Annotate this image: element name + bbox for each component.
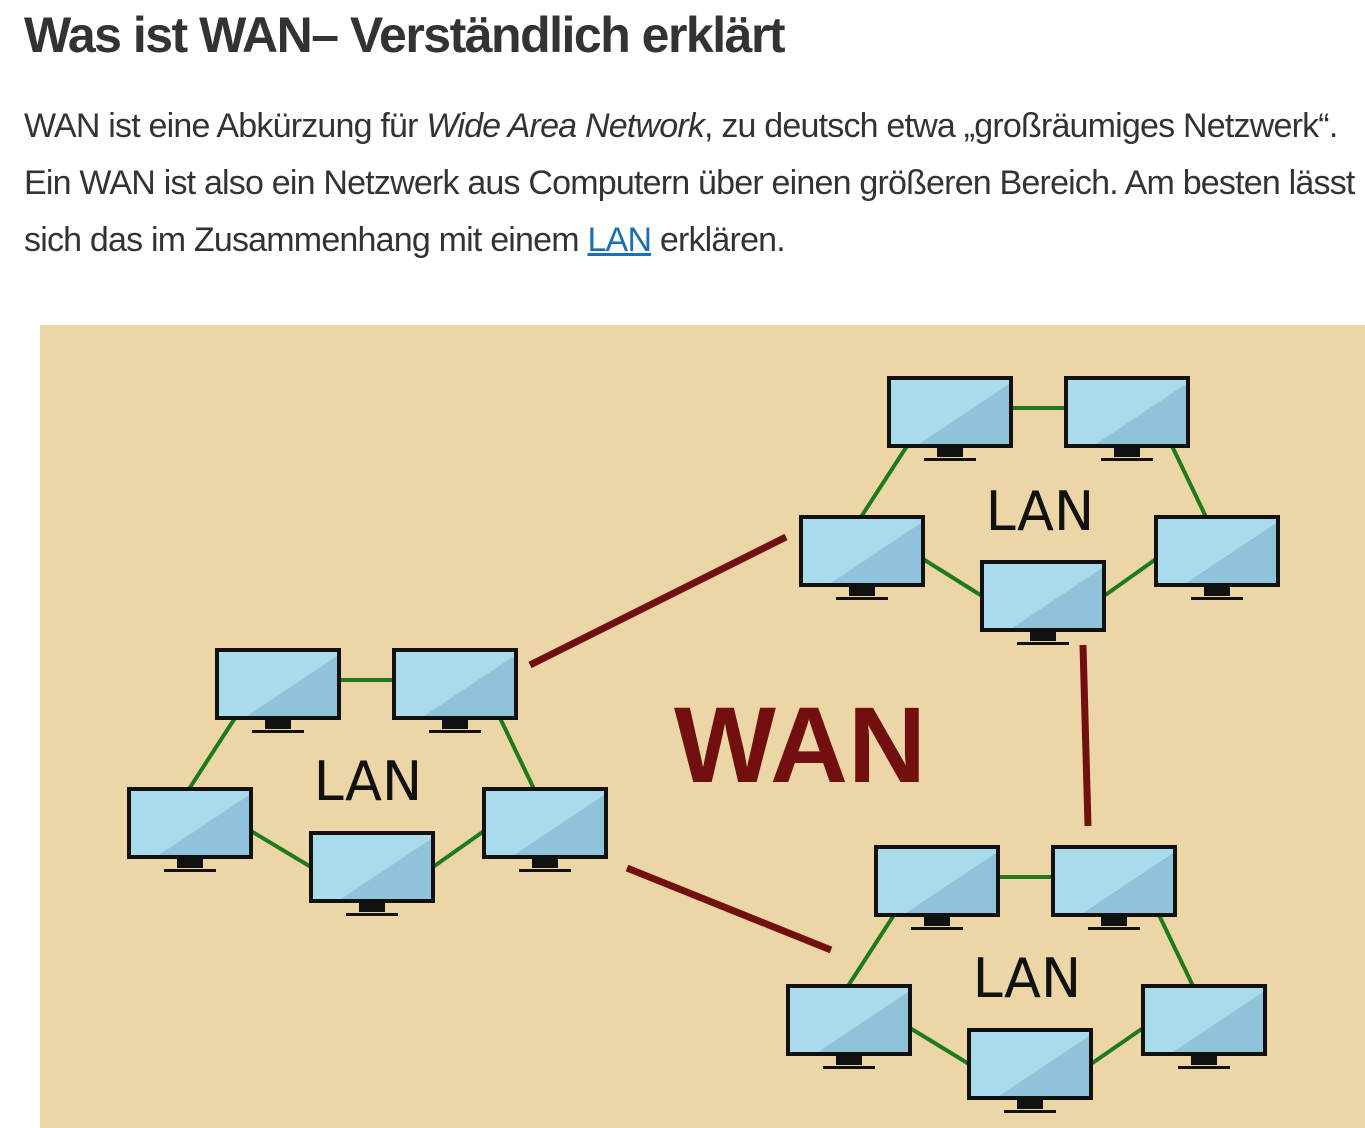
intro-text: , zu deutsch etwa „großräumiges Netzwerk…: [24, 107, 1355, 259]
intro-italic: Wide Area Network: [426, 107, 705, 145]
computer-monitor-icon: [1154, 515, 1280, 600]
wan-link: [528, 533, 788, 669]
lan-link[interactable]: LAN: [587, 221, 652, 259]
lan-link: [1157, 914, 1195, 987]
computer-monitor-icon: [392, 648, 518, 733]
computer-monitor-icon: [482, 787, 608, 872]
lan-link: [908, 1026, 971, 1066]
lan-link: [921, 557, 984, 598]
lan-link: [431, 829, 486, 869]
intro-paragraph: WAN ist eine Abkürzung für Wide Area Net…: [24, 98, 1364, 269]
computer-monitor-icon: [1051, 845, 1177, 930]
lan-link: [846, 913, 896, 988]
computer-monitor-icon: [127, 787, 253, 872]
lan-link: [1170, 445, 1208, 518]
wan-diagram: WAN LAN LAN LAN: [40, 325, 1365, 1128]
lan-link: [1089, 1026, 1145, 1066]
computer-monitor-icon: [1141, 984, 1267, 1069]
wan-label: WAN: [674, 684, 926, 805]
computer-monitor-icon: [967, 1028, 1093, 1113]
page-title: Was ist WAN– Verständlich erklärt: [24, 7, 786, 63]
computer-monitor-icon: [786, 984, 912, 1069]
computer-monitor-icon: [1064, 376, 1190, 461]
computer-monitor-icon: [874, 845, 1000, 930]
computer-monitor-icon: [980, 560, 1106, 645]
computer-monitor-icon: [215, 648, 341, 733]
intro-text: erklären.: [651, 221, 786, 259]
computer-monitor-icon: [799, 515, 925, 600]
lan-link: [859, 444, 909, 519]
computer-monitor-icon: [309, 831, 435, 916]
lan-label: LAN: [973, 947, 1082, 1010]
computer-monitor-icon: [887, 376, 1013, 461]
lan-link: [187, 716, 237, 791]
intro-text: WAN ist eine Abkürzung für: [24, 107, 427, 145]
lan-label: LAN: [314, 750, 423, 813]
wan-link: [1079, 644, 1092, 827]
lan-link: [1102, 557, 1158, 598]
lan-label: LAN: [986, 480, 1095, 543]
lan-link: [249, 829, 313, 869]
lan-link: [498, 717, 536, 790]
wan-link: [625, 864, 833, 954]
